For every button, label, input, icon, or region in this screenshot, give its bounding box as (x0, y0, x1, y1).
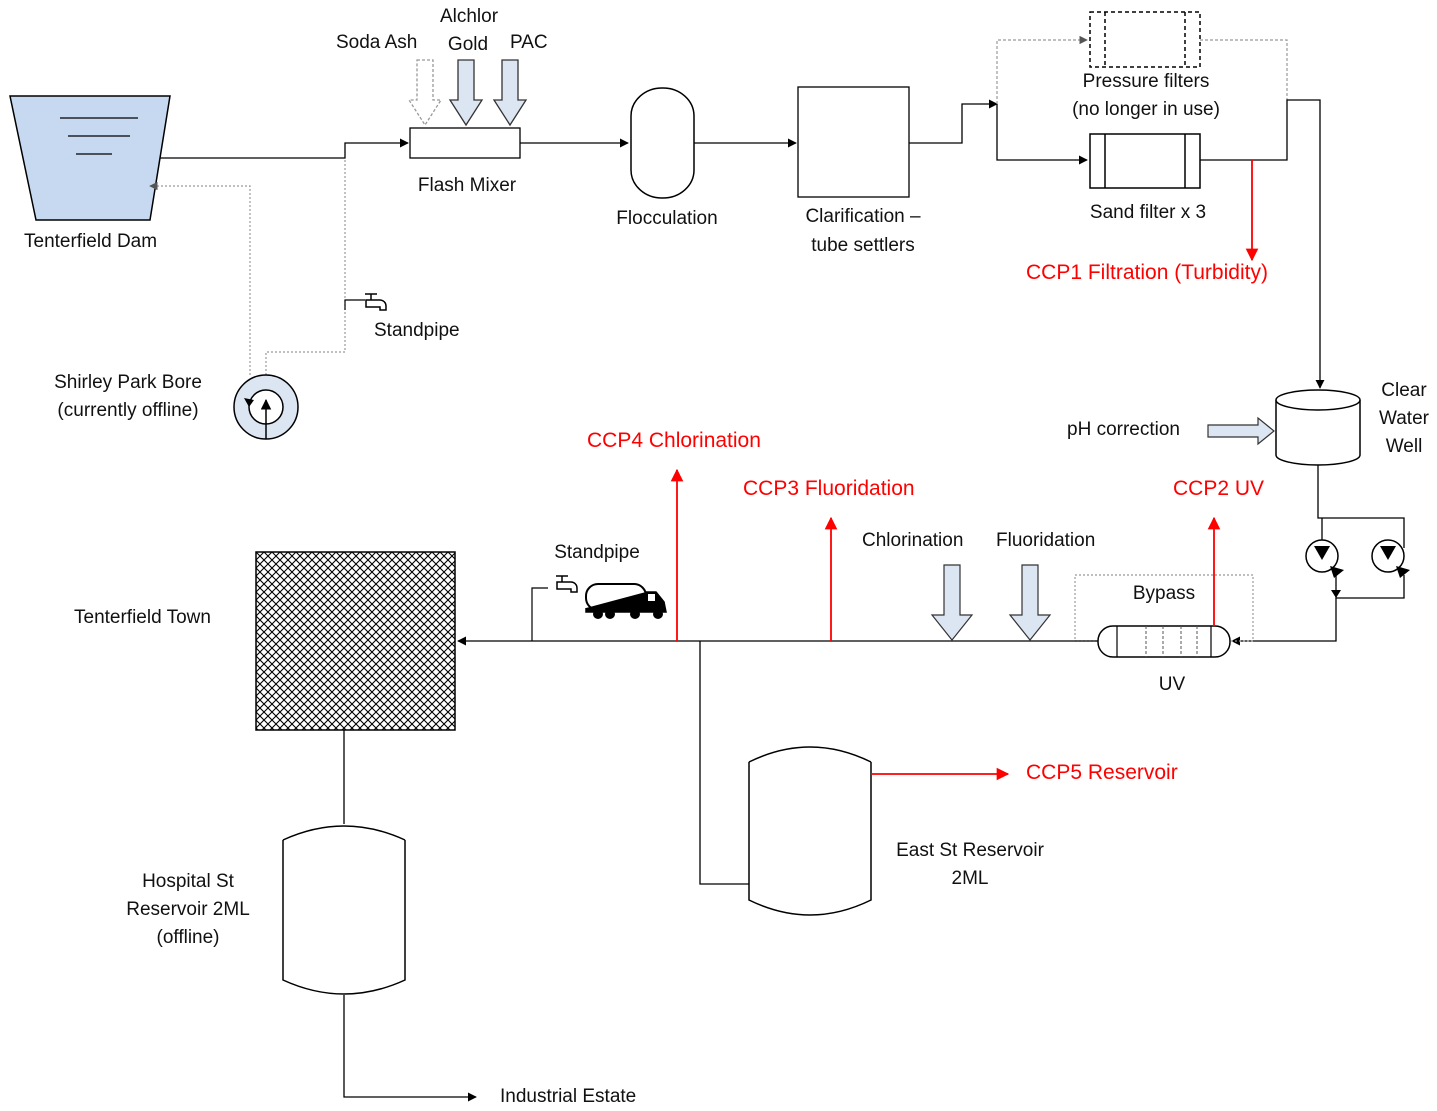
to-sand-filters-line (996, 104, 1088, 165)
ccp5-label: CCP5 Reservoir (1026, 761, 1178, 784)
east-st-label-line2: 2ML (951, 868, 989, 889)
to-pressure-filters-line (996, 35, 1088, 104)
sand-filter-icon (1089, 133, 1201, 189)
pac-arrow (492, 59, 528, 127)
bypass-label: Bypass (1132, 583, 1196, 604)
pumps-outlet-marker (1331, 590, 1341, 598)
clear-water-well-icon (1275, 389, 1361, 466)
standpipe-bottom-label: Standpipe (554, 542, 640, 563)
bore-pump-icon (233, 374, 299, 440)
standpipe-bottom-icon (556, 575, 578, 593)
pump-1-icon (1305, 539, 1344, 578)
pressure-filters-outlet-line (1200, 39, 1288, 100)
pumps-to-uv-line (1231, 598, 1337, 646)
alchlor-gold-label-line2: Gold (447, 34, 489, 55)
pump-2-icon (1371, 539, 1410, 578)
ccp3-label: CCP3 Fluoridation (743, 477, 915, 500)
pressure-filters-label-line1: Pressure filters (1082, 71, 1210, 92)
ccp1-label: CCP1 Filtration (Turbidity) (1026, 261, 1268, 284)
clarification-label-line2: tube settlers (811, 235, 915, 256)
flocculation-label: Flocculation (616, 208, 718, 229)
flash-mixer-box (409, 127, 521, 159)
ccp2-label: CCP2 UV (1173, 477, 1265, 500)
hospital-st-label-line2: Reservoir 2ML (126, 899, 250, 920)
clarification-label-line1: Clarification – (805, 206, 921, 227)
soda-ash-arrow (407, 59, 443, 127)
fluoridation-dose-arrow (1008, 564, 1052, 641)
pressure-filters-label-line2: (no longer in use) (1072, 99, 1220, 120)
water-tanker-truck-icon (585, 583, 667, 619)
fluoridation-label: Fluoridation (996, 530, 1096, 551)
uv-reactor-icon (1097, 625, 1231, 658)
alchlor-gold-label-line1: Alchlor (439, 6, 499, 27)
clear-water-label-line2: Water (1379, 408, 1429, 429)
bore-to-main-line (265, 158, 346, 375)
standpipe-bottom-branch (531, 587, 548, 641)
pumps-outlet-line (1335, 575, 1405, 599)
flocculation-vessel (630, 87, 695, 199)
clear-water-label-line3: Well (1385, 436, 1423, 457)
tenterfield-town-label: Tenterfield Town (74, 607, 211, 628)
flash-mixer-label: Flash Mixer (417, 175, 517, 196)
clarification-box (797, 86, 910, 198)
standpipe-top-label: Standpipe (374, 320, 460, 341)
soda-ash-label: Soda Ash (336, 32, 418, 53)
hospital-st-label-line3: (offline) (156, 927, 220, 948)
tenterfield-town-block (255, 551, 456, 731)
hospital-st-label-line1: Hospital St (142, 871, 234, 892)
sand-filter-label: Sand filter x 3 (1089, 202, 1207, 223)
shirley-bore-label-line2: (currently offline) (57, 400, 199, 421)
alchlor-gold-arrow (448, 59, 484, 127)
pac-label: PAC (510, 32, 548, 53)
chlorination-dose-arrow (930, 564, 974, 641)
standpipe-top-icon (344, 293, 387, 311)
chlorination-label: Chlorination (862, 530, 964, 551)
shirley-bore-label-line1: Shirley Park Bore (54, 372, 202, 393)
sand-filter-outlet-line (1200, 99, 1325, 389)
bore-to-dam-line (149, 181, 251, 375)
pressure-filters-icon (1089, 11, 1201, 68)
raw-water-line (160, 138, 409, 159)
clarifier-to-filters-line (909, 99, 998, 144)
east-st-branch-line (699, 641, 750, 885)
hospital-st-reservoir-icon (282, 825, 406, 995)
ph-correction-arrow (1207, 416, 1275, 446)
clear-water-label-line1: Clear (1381, 380, 1427, 401)
ph-correction-label: pH correction (1067, 419, 1180, 440)
tenterfield-dam-label: Tenterfield Dam (24, 231, 158, 252)
tenterfield-dam-icon (9, 95, 171, 221)
hospital-to-industrial-line (343, 995, 477, 1102)
clear-well-outlet-line (1317, 465, 1405, 548)
east-st-reservoir-icon (748, 746, 872, 916)
industrial-estate-label: Industrial Estate (500, 1086, 637, 1107)
east-st-label-line1: East St Reservoir (896, 840, 1044, 861)
uv-label: UV (1158, 674, 1186, 695)
ccp4-label: CCP4 Chlorination (587, 429, 761, 452)
